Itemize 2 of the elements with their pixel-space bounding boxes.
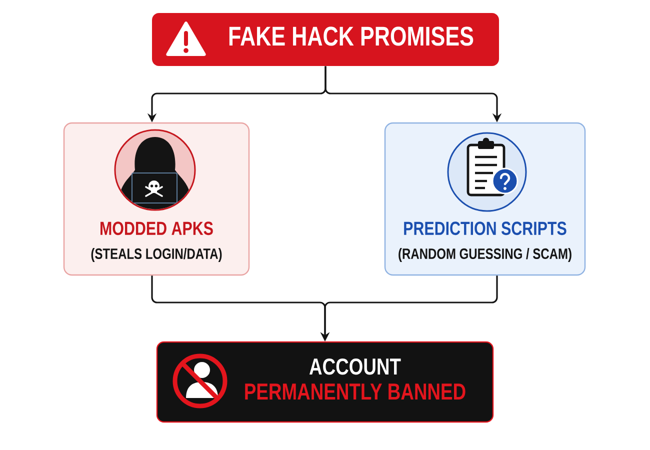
header-box: FAKE HACK PROMISES [152,13,499,66]
result-box: ACCOUNT PERMANENTLY BANNED [156,341,494,423]
